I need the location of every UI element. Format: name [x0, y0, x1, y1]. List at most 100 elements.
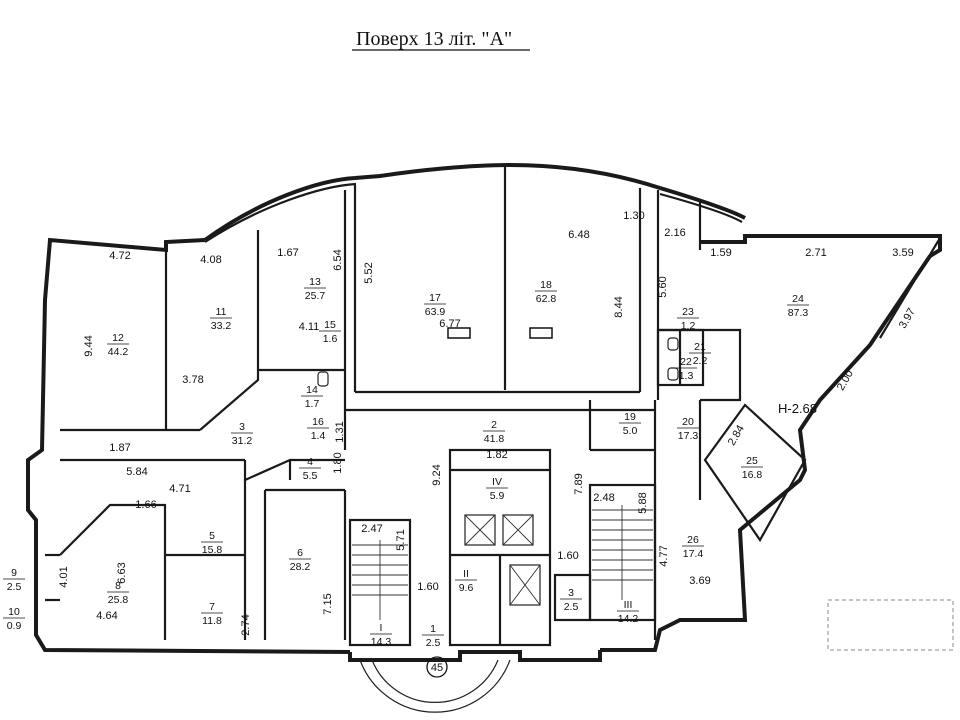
room-number: 19	[624, 411, 636, 423]
room-area: 5.0	[623, 425, 638, 437]
dimension-label: 1.59	[710, 247, 731, 259]
room-number: 3	[568, 587, 574, 599]
toilet-fixtures	[317, 337, 679, 387]
dimension-label: 4.01	[58, 566, 70, 587]
dimension-label: 4.64	[96, 610, 117, 622]
room-area: 31.2	[232, 435, 253, 447]
dimension-label: 4.11	[299, 321, 320, 333]
room-label: 161.4	[307, 416, 329, 442]
room-number: III	[624, 599, 633, 611]
room-area: 2.5	[7, 581, 22, 593]
room-label: 221.3	[675, 356, 697, 382]
room-label: 151.6	[319, 319, 341, 345]
dimension-label: 7.89	[573, 473, 585, 494]
dimension-label: 5.71	[395, 529, 407, 550]
room-number: 12	[112, 332, 124, 344]
dimension-label: 6.63	[116, 562, 128, 583]
room-area: 5.5	[303, 470, 318, 482]
room-number: 4	[307, 456, 313, 468]
room-number: 24	[792, 293, 804, 305]
dimension-label: 2.00	[835, 368, 856, 393]
height-mark: Н-2.68	[778, 401, 817, 416]
dimension-label: 1.60	[557, 550, 578, 562]
room-area: 28.2	[290, 561, 311, 573]
interior-walls	[45, 165, 807, 647]
room-number: 7	[209, 601, 215, 613]
dimension-label: 1.30	[623, 210, 644, 222]
dimension-label: 7.15	[322, 593, 334, 614]
room-label: 12 44.2	[107, 332, 129, 358]
dimension-label: 5.52	[363, 262, 375, 283]
dimension-label: 1.60	[417, 581, 438, 593]
room-label: 45.5	[299, 456, 321, 482]
outer-walls	[26, 162, 942, 662]
dimension-label: 6.77	[439, 318, 460, 330]
room-number: 18	[540, 279, 552, 291]
column	[529, 327, 553, 339]
room-number: 15	[324, 319, 336, 331]
dimension-label: 1.31	[334, 421, 346, 442]
room-label: IV5.9	[486, 476, 508, 502]
room-number: 8	[115, 580, 121, 592]
room-number: 10	[8, 606, 20, 618]
dimension-label: 1.87	[109, 442, 130, 454]
room-number: 26	[687, 534, 699, 546]
room-number: 11	[216, 306, 227, 318]
room-area: 9.6	[459, 582, 474, 594]
room-label: 100.9	[3, 606, 25, 632]
room-area: 33.2	[211, 320, 232, 332]
dimension-label: 9.24	[431, 464, 443, 485]
dimension-label: 1.80	[332, 452, 344, 473]
room-area: 2.2	[693, 355, 708, 367]
room-area: 2.5	[564, 601, 579, 613]
room-number: 5	[209, 530, 215, 542]
room-area: 5.9	[490, 490, 505, 502]
room-number: 14	[306, 384, 318, 396]
balcony-arc	[359, 659, 511, 713]
room-area: 41.8	[484, 433, 505, 445]
room-number: 9	[11, 567, 17, 579]
room-label: 711.8	[201, 601, 223, 627]
dimension-label: 3.78	[182, 374, 203, 386]
dimension-label: 2.16	[664, 227, 685, 239]
room-number: 3	[239, 421, 245, 433]
dimension-label: 4.72	[109, 250, 130, 262]
dimension-label: 2.74	[240, 614, 252, 635]
stair-treads	[352, 505, 653, 620]
axis-label: 45	[431, 662, 443, 674]
room-area: 1.7	[305, 398, 320, 410]
room-area: 2.5	[426, 637, 441, 649]
dimension-label: 1.82	[486, 449, 507, 461]
room-area: 0.9	[7, 620, 22, 632]
room-label: 212.2	[689, 341, 711, 367]
room-label: 825.8	[107, 580, 129, 606]
dimension-label: 8.44	[613, 296, 625, 317]
dimension-label: 4.71	[169, 483, 190, 495]
room-number: II	[463, 568, 469, 580]
room-number: 23	[682, 306, 694, 318]
room-label: 11 33.2	[210, 306, 232, 332]
dimension-label: 1.66	[135, 499, 156, 511]
dimension-label: 3.97	[897, 306, 918, 331]
room-number: I	[380, 622, 383, 634]
stamp-area	[827, 599, 954, 651]
room-area: 1.4	[311, 430, 326, 442]
dimension-label: 5.60	[657, 276, 669, 297]
room-area: 63.9	[425, 306, 446, 318]
dimension-label: 3.59	[892, 247, 913, 259]
room-label: 92.5	[3, 567, 25, 593]
room-area: 44.2	[108, 346, 129, 358]
room-label: 331.2	[231, 421, 253, 447]
dimension-label: 2.71	[805, 247, 826, 259]
room-label: 628.2	[289, 547, 311, 573]
room-label: 26 17.4	[682, 534, 704, 560]
room-area: 17.4	[683, 548, 704, 560]
dimension-label: 6.48	[568, 229, 589, 241]
